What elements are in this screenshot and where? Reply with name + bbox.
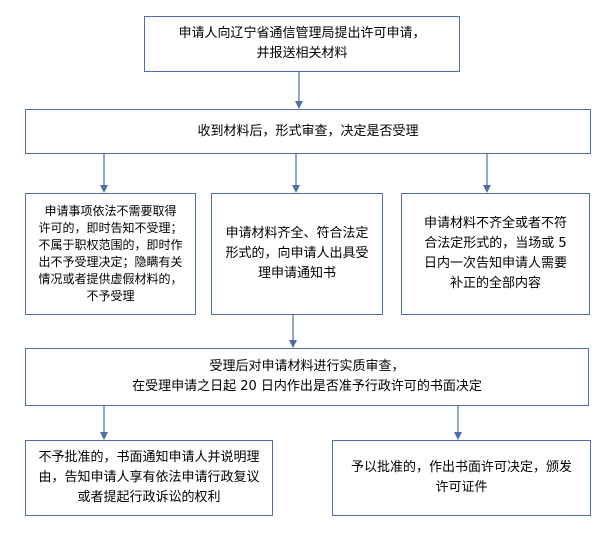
node-approve: 予以批准的，作出书面许可决定，颁发 许可证件: [332, 440, 591, 516]
node-substantive-line-1: 受理后对申请材料进行实质审查，: [209, 359, 405, 374]
node-substantive-line-2: 在受理申请之日起 20 日内作出是否准予行政许可的书面决定: [132, 379, 482, 394]
node-reject-line-1: 申请事项依法不需要取得: [44, 204, 177, 218]
node-accept: 申请材料齐全、符合法定 形式的，向申请人出具受 理申请通知书: [211, 193, 383, 315]
node-approve-line-1: 予以批准的，作出书面许可决定，颁发: [350, 460, 572, 475]
node-reject-line-4: 出不予受理决定；隐瞒有关: [38, 255, 183, 269]
node-reject-line-6: 不予受理: [86, 289, 135, 303]
node-reject-line-3: 不属于职权范围的，即时作: [38, 238, 183, 252]
node-supplement-line-1: 申请材料不齐全或者不符: [423, 216, 567, 231]
node-accept-line-3: 理申请通知书: [257, 266, 336, 281]
node-substantive: 受理后对申请材料进行实质审查， 在受理申请之日起 20 日内作出是否准予行政许可…: [25, 348, 589, 406]
node-reject-line-2: 许可的，即时告知不受理；: [38, 221, 183, 235]
node-deny: 不予批准的，书面通知申请人并说明理 由，告知申请人享有依法申请行政复议 或者提起…: [25, 440, 273, 516]
node-deny-line-1: 不予批准的，书面通知申请人并说明理: [38, 450, 260, 465]
node-supplement: 申请材料不齐全或者不符 合法定形式的，当场或 5 日内一次告知申请人需要 补正的…: [401, 193, 590, 315]
node-reject-line-5: 情况或者提供虚假材料的，: [38, 272, 183, 286]
node-supplement-line-2: 合法定形式的，当场或 5: [424, 236, 567, 251]
node-deny-line-3: 或者提起行政诉讼的权利: [77, 490, 221, 505]
node-reject: 申请事项依法不需要取得 许可的，即时告知不受理； 不属于职权范围的，即时作 出不…: [25, 193, 196, 315]
node-apply: 申请人向辽宁省通信管理局提出许可申请， 并报送相关材料: [144, 16, 460, 72]
node-apply-line-1: 申请人向辽宁省通信管理局提出许可申请，: [178, 26, 426, 41]
node-apply-line-2: 并报送相关材料: [256, 46, 348, 61]
node-review-line-1: 收到材料后，形式审查，决定是否受理: [197, 123, 419, 139]
node-review: 收到材料后，形式审查，决定是否受理: [25, 109, 591, 154]
node-supplement-line-3: 日内一次告知申请人需要: [423, 256, 567, 271]
node-deny-line-2: 由，告知申请人享有依法申请行政复议: [38, 470, 260, 485]
node-accept-line-1: 申请材料齐全、符合法定: [225, 226, 369, 241]
node-approve-line-2: 许可证件: [435, 480, 488, 495]
node-supplement-line-4: 补正的全部内容: [449, 276, 541, 291]
node-accept-line-2: 形式的，向申请人出具受: [225, 246, 369, 261]
